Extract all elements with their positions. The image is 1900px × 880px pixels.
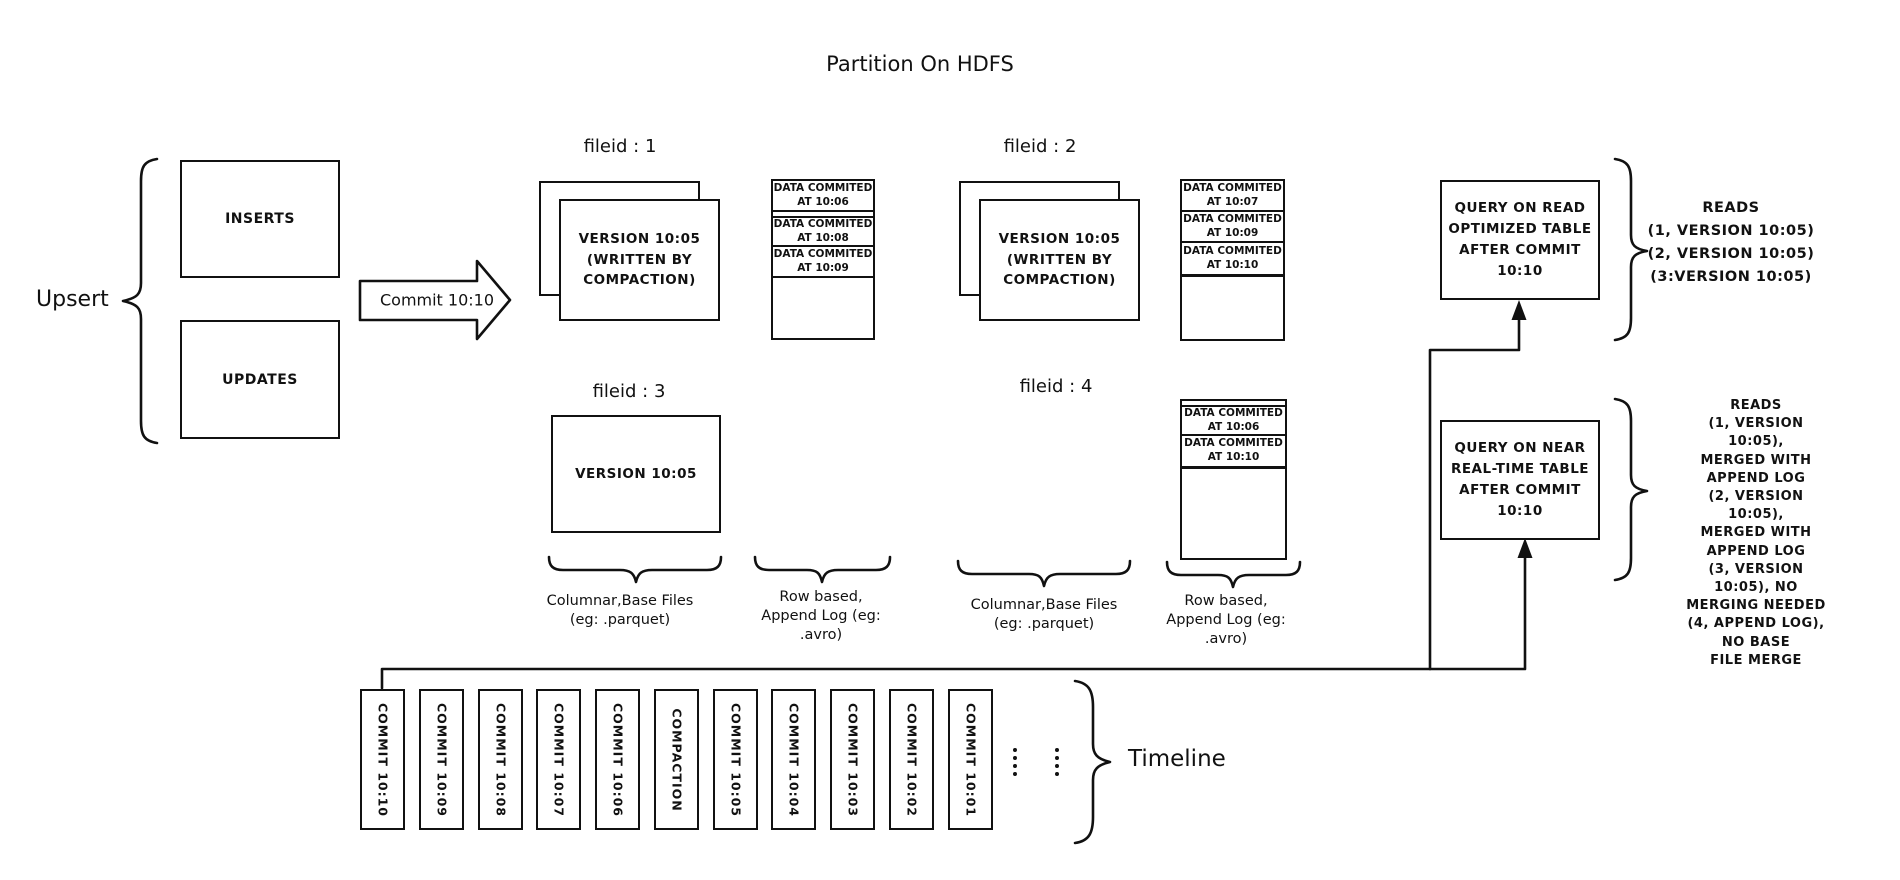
timeline-commit-box: COMMIT 10:01 (948, 689, 993, 830)
fileid-4-append-log: DATA COMMITED AT 10:06 DATA COMMITED AT … (1180, 399, 1287, 560)
timeline-commit-label: COMMIT 10:03 (845, 702, 860, 817)
timeline-commit-box: COMMIT 10:10 (360, 689, 405, 830)
columnar-underbrace-1 (547, 555, 723, 584)
log-spacer (773, 212, 873, 218)
timeline-commit-label: COMMIT 10:01 (963, 702, 978, 817)
timeline-commit-label: COMMIT 10:04 (786, 702, 801, 817)
timeline-brace (1073, 679, 1112, 845)
reads-near-realtime-text: READS (1, VERSION 10:05), MERGED WITH AP… (1686, 398, 1826, 668)
commit-arrow-label: Commit 10:10 (379, 290, 495, 310)
query-near-realtime-box: QUERY ON NEAR REAL-TIME TABLE AFTER COMM… (1440, 420, 1600, 540)
fileid-2-append-log: DATA COMMITED AT 10:07 DATA COMMITED AT … (1180, 179, 1285, 341)
arrowhead-near-realtime (1517, 538, 1533, 558)
columnar-files-label-2: Columnar,Base Files (eg: .parquet) (970, 597, 1118, 632)
fileid-1-base-file: VERSION 10:05 (WRITTEN BY COMPACTION) (559, 199, 720, 321)
fileid-4-label: fileid : 4 (1019, 376, 1093, 397)
log-segment: DATA COMMITED AT 10:08 (773, 218, 873, 247)
reads-read-optimized-text: READS (1, VERSION 10:05) (2, VERSION 10:… (1647, 200, 1815, 285)
arrowhead-read-optimized (1511, 300, 1527, 320)
rowlog-underbrace-2 (1165, 560, 1302, 589)
fileid-2-base-file: VERSION 10:05 (WRITTEN BY COMPACTION) (979, 199, 1140, 321)
timeline-ellipsis-dots (1013, 748, 1017, 776)
timeline-commit-label: COMMIT 10:02 (904, 702, 919, 817)
timeline-commit-box: COMMIT 10:07 (536, 689, 581, 830)
upsert-label: Upsert (36, 287, 109, 312)
reads-brace-2 (1613, 397, 1649, 582)
timeline-commit-label: COMMIT 10:08 (493, 702, 508, 817)
timeline-compaction-box: COMPACTION (654, 689, 699, 830)
commit-arrow-shape (358, 259, 512, 341)
upsert-brace (121, 157, 159, 445)
fileid-1-append-log: DATA COMMITED AT 10:06 DATA COMMITED AT … (771, 179, 875, 340)
timeline-commit-label: COMMIT 10:10 (375, 702, 390, 817)
timeline-commit-box: COMMIT 10:04 (771, 689, 816, 830)
page-title: Partition On HDFS (826, 52, 1014, 76)
timeline-commit-label: COMMIT 10:05 (728, 702, 743, 817)
log-segment: DATA COMMITED AT 10:06 (773, 181, 873, 212)
rowlog-files-label-1: Row based, Append Log (eg: .avro) (761, 589, 881, 643)
log-segment: DATA COMMITED AT 10:10 (1182, 243, 1283, 277)
query-read-optimized-box: QUERY ON READ OPTIMIZED TABLE AFTER COMM… (1440, 180, 1600, 300)
updates-box: UPDATES (180, 320, 340, 439)
log-segment: DATA COMMITED AT 10:06 (1182, 407, 1285, 436)
reads-brace-1 (1613, 157, 1649, 342)
timeline-commit-box: COMMIT 10:03 (830, 689, 875, 830)
timeline-commit-box: COMMIT 10:05 (713, 689, 758, 830)
log-spacer (1182, 401, 1285, 407)
timeline-commit-label: COMMIT 10:07 (551, 702, 566, 817)
timeline-commit-box: COMMIT 10:09 (419, 689, 464, 830)
log-segment: DATA COMMITED AT 10:09 (773, 247, 873, 278)
timeline-commit-box: COMMIT 10:02 (889, 689, 934, 830)
columnar-underbrace-2 (956, 559, 1132, 588)
fileid-2-label: fileid : 2 (1003, 136, 1077, 157)
timeline-ellipsis-dots (1055, 748, 1059, 776)
fileid-3-label: fileid : 3 (592, 381, 666, 402)
inserts-box: INSERTS (180, 160, 340, 278)
timeline-connector-line (380, 555, 1527, 690)
timeline-label: Timeline (1128, 746, 1226, 772)
fileid-3-base-file: VERSION 10:05 (551, 415, 721, 533)
timeline-commit-label: COMMIT 10:09 (434, 702, 449, 817)
rowlog-underbrace-1 (753, 555, 892, 584)
fileid-1-label: fileid : 1 (583, 136, 657, 157)
log-segment: DATA COMMITED AT 10:07 (1182, 181, 1283, 212)
timeline-compaction-label: COMPACTION (669, 707, 684, 812)
timeline-commit-box: COMMIT 10:06 (595, 689, 640, 830)
timeline-commit-label: COMMIT 10:06 (610, 702, 625, 817)
columnar-files-label-1: Columnar,Base Files (eg: .parquet) (546, 593, 694, 628)
log-segment: DATA COMMITED AT 10:09 (1182, 212, 1283, 243)
connector-to-read-optimized (1428, 317, 1521, 671)
log-segment: DATA COMMITED AT 10:10 (1182, 436, 1285, 469)
timeline-commit-box: COMMIT 10:08 (478, 689, 523, 830)
rowlog-files-label-2: Row based, Append Log (eg: .avro) (1166, 593, 1286, 647)
